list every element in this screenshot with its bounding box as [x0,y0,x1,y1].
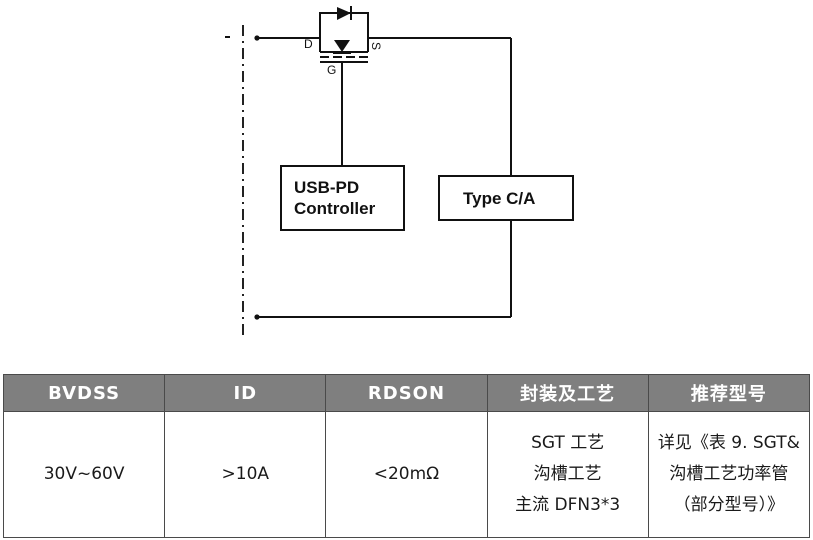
header-recommend: 推荐型号 [647,374,811,412]
spec-table: BVDSS ID RDSON 封装及工艺 推荐型号 30V~60V >10A <… [2,374,811,538]
recommend-line: 沟槽工艺功率管 [669,464,789,484]
type-ca-label: Type C/A [463,189,535,208]
right-wire [380,37,512,176]
cell-package: SGT 工艺 沟槽工艺 主流 DFN3*3 [486,411,649,538]
pin-g-label: G [327,63,336,77]
package-line: 沟槽工艺 [533,464,602,484]
package-line: SGT 工艺 [531,433,605,453]
circuit-diagram: D G S USB-PD Controller Type C/A [225,6,574,340]
header-bvdss: BVDSS [2,374,166,412]
cell-id: >10A [164,411,327,538]
table-row: 30V~60V >10A <20mΩ SGT 工艺 沟槽工艺 主流 DFN3*3… [2,411,811,538]
usb-pd-controller-block [280,165,405,231]
cell-recommend: 详见《表 9. SGT& 沟槽工艺功率管 （部分型号）》 [647,411,811,538]
cell-rdson: <20mΩ [325,411,488,538]
header-rdson: RDSON [325,374,488,412]
cell-bvdss: 30V~60V [2,411,166,538]
recommend-line: 详见《表 9. SGT& [657,433,800,453]
type-ca-block [438,175,574,221]
package-line: 主流 DFN3*3 [515,495,621,515]
header-id: ID [164,374,327,412]
bottom-wire [254,220,512,320]
mosfet-symbol [306,6,380,68]
top-wire [225,35,306,41]
spec-table-header-row: BVDSS ID RDSON 封装及工艺 推荐型号 [2,374,811,412]
pin-s-label: S [369,42,383,50]
header-package: 封装及工艺 [486,374,649,412]
pin-d-label: D [304,37,313,51]
recommend-line: （部分型号）》 [673,495,785,515]
controller-label-line1: USB-PD [294,178,359,197]
controller-label-line2: Controller [294,199,376,218]
